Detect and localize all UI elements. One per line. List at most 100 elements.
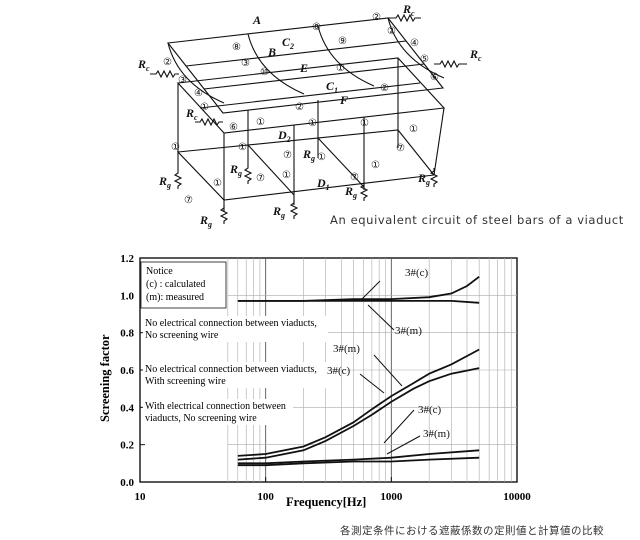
marker: ① (317, 152, 326, 163)
series-line-6 (237, 456, 480, 467)
label-Rc-right: Rc (469, 47, 482, 63)
marker: ② (163, 57, 172, 68)
ground-resistor-6 (289, 200, 299, 219)
marker: ⑧ (312, 22, 321, 33)
callout-label: 3#(c) (418, 404, 442, 416)
marker: ⑥ (229, 122, 238, 133)
notice-line-2: (m): measured (146, 292, 204, 303)
annotation-3-line-2: viaducts, No screening wire (145, 413, 257, 424)
y-tick-label: 1.2 (120, 253, 134, 265)
notice-line-1: (c) : calculated (146, 279, 205, 290)
callout-label: 3#(m) (395, 325, 422, 337)
label-A: A (252, 13, 261, 27)
label-Rg-6: Rg (199, 213, 212, 229)
marker: ⑨ (338, 36, 347, 47)
callout-leader (383, 409, 415, 444)
marker: ① (256, 117, 265, 128)
callout-label: 3#(m) (423, 428, 450, 440)
callout-label: 3#(c) (327, 365, 351, 377)
ground-frame (176, 129, 436, 201)
x-tick-label: 1000 (380, 491, 403, 503)
deck-arch-front (167, 42, 225, 104)
annotation-2-line-1: No electrical connection between viaduct… (145, 364, 317, 375)
notice-box (140, 261, 227, 309)
y-tick-label: 0.2 (120, 440, 134, 452)
annotation-2-line-2: With screening wire (145, 376, 226, 387)
series-line-2 (237, 300, 480, 304)
label-C1: C1 (326, 79, 338, 95)
x-tick-label: 100 (257, 491, 274, 503)
label-Rg-5: Rg (417, 171, 430, 187)
marker: ① (308, 118, 317, 129)
deck-arch-back (317, 25, 375, 87)
callout-leader (359, 373, 385, 394)
marker: ① (213, 178, 222, 189)
callout-leader (367, 304, 395, 331)
label-C2: C2 (282, 35, 294, 51)
label-D1: D1 (316, 176, 330, 192)
label-Rc-mid: Rc (185, 106, 198, 122)
marker: ② (380, 83, 389, 94)
series-line-5 (237, 449, 480, 465)
callout-leader (386, 435, 421, 455)
y-tick-label: 0.8 (120, 328, 134, 340)
conn-resistor-mid (195, 117, 223, 127)
marker: ④ (194, 88, 203, 99)
callout-label: 3#(c) (405, 267, 429, 279)
marker: ⑧ (232, 42, 241, 53)
column-near-far (433, 107, 445, 176)
circuit-caption: An equivalent circuit of steel bars of a… (330, 213, 624, 227)
notice-title: Notice (146, 266, 173, 277)
y-axis-label: Screening factor (98, 334, 112, 422)
y-tick-label: 0.6 (120, 365, 134, 377)
annotation-backing-3 (143, 399, 293, 425)
ground-resistor-1 (173, 170, 183, 189)
label-Rc-top: Rc (402, 2, 415, 18)
label-F: F (339, 93, 348, 107)
marker: ④ (410, 38, 419, 49)
annotation-1-line-2: No screening wire (145, 330, 219, 341)
marker: ① (282, 170, 291, 181)
chart-caption: 各測定条件における遮蔽係数の定則値と計算値の比較 (340, 525, 604, 537)
marker: ② (387, 26, 396, 37)
label-Rg-7: Rg (272, 204, 285, 220)
marker: ② (295, 102, 304, 113)
label-Rg-3: Rg (302, 147, 315, 163)
series-line-4 (237, 367, 480, 461)
circuit-labels: A B C2 E C1 F D2 D1 Rc Rc Rc Rc Rg Rg Rg… (137, 2, 482, 229)
marker: ① (200, 102, 209, 113)
marker: ① (409, 124, 418, 135)
annotation-1-line-1: No electrical connection between viaduct… (145, 318, 317, 329)
marker: ② (372, 12, 381, 23)
y-tick-label: 0.0 (120, 477, 134, 489)
callout-leader (373, 354, 403, 387)
equivalent-circuit-diagram (150, 13, 467, 224)
annotation-backing-2 (143, 362, 328, 388)
marker: ① (336, 63, 345, 74)
annotation-3-line-1: With electrical connection between (145, 401, 286, 412)
label-E: E (299, 61, 308, 75)
marker: ① (371, 160, 380, 171)
x-tick-label: 10 (135, 491, 147, 503)
conn-resistor-right (434, 59, 467, 69)
deck-arch-mid (247, 33, 305, 95)
ground-resistor-3 (359, 182, 369, 201)
marker: ① (360, 118, 369, 129)
series-lines (237, 275, 480, 467)
roof-inner-beam-2 (203, 63, 425, 90)
marker: ⑥ (430, 72, 439, 83)
marker: ⑤ (420, 54, 429, 65)
label-B: B (267, 45, 276, 59)
ground-resistor-4 (429, 168, 439, 187)
annotation-backing-1 (143, 316, 328, 342)
marker: ⑩ (260, 67, 269, 78)
marker: ⑦ (283, 150, 292, 161)
series-line-3 (237, 348, 480, 457)
y-tick-label: 0.4 (120, 402, 134, 414)
label-Rc-left: Rc (137, 57, 150, 73)
marker: ① (171, 142, 180, 153)
marker: ⑦ (396, 143, 405, 154)
